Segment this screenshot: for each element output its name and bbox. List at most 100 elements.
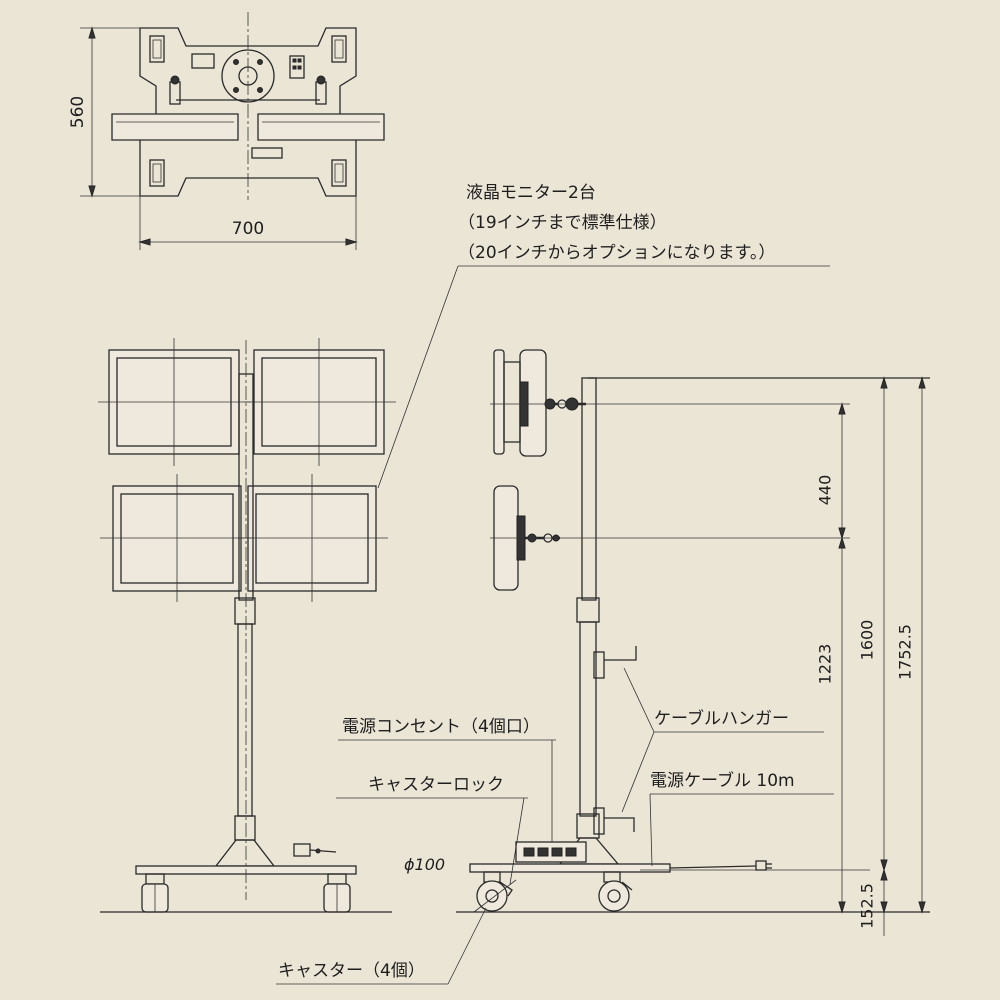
front-main-pole xyxy=(237,623,253,817)
power-cable-label: 電源ケーブル 10m xyxy=(650,770,795,791)
front-caster-left xyxy=(141,873,169,913)
dim-1752-arrow-bottom xyxy=(918,901,926,914)
dim-monitor-gap: 440 xyxy=(816,475,835,506)
dim-560-arrow-top xyxy=(88,26,96,39)
side-main-pole xyxy=(579,621,597,817)
side-upper-pole xyxy=(581,377,597,601)
dim-base-height: 152.5 xyxy=(858,883,877,929)
dim-1223-arrow-top xyxy=(838,536,846,549)
front-caster-right xyxy=(323,873,351,913)
side-power-cable xyxy=(669,865,757,869)
top-view-caster-2 xyxy=(331,35,347,63)
side-view: 440 1223 1600 152.5 1752.5 ϕ100 xyxy=(404,349,930,936)
top-view-caster-3-wheel xyxy=(152,163,162,183)
side-power-outlet-strip xyxy=(515,841,587,863)
cable-hanger-leader-upper xyxy=(623,667,655,733)
side-outlet-3 xyxy=(551,847,563,857)
side-caster-right-hub xyxy=(607,889,621,903)
power-cable-leader xyxy=(649,793,653,867)
top-view-caster-1 xyxy=(149,35,165,63)
cable-hanger-leader-lower xyxy=(621,731,655,813)
dim-152-arrow-top xyxy=(880,868,888,881)
side-caster-left-hub xyxy=(485,889,499,903)
side-upper-monitor-front xyxy=(493,349,505,455)
top-view-caster-2-wheel xyxy=(334,39,344,59)
side-hanger-lower-hook xyxy=(604,817,635,832)
front-plug-cord xyxy=(309,849,337,853)
top-view-bolt-3 xyxy=(233,87,239,93)
side-caster-right-lock xyxy=(621,881,633,891)
side-outlet-2 xyxy=(537,847,549,857)
dim-700-arrow-left xyxy=(138,238,151,246)
side-hanger-upper-bracket xyxy=(593,651,605,679)
front-pole-base xyxy=(214,839,276,867)
top-view-tab xyxy=(251,147,283,159)
front-plug-pin xyxy=(315,848,321,854)
dim-700-arrow-right xyxy=(345,238,358,246)
dim-1223-arrow-bottom xyxy=(838,901,846,914)
dim-caster-diameter: ϕ100 xyxy=(404,855,445,874)
dim-top-width: 700 xyxy=(232,219,264,239)
cable-hanger-label: ケーブルハンガー xyxy=(654,708,789,729)
front-caster-left-mount xyxy=(145,873,165,885)
power-outlet-label: 電源コンセント（4個口） xyxy=(342,717,540,737)
top-view-box xyxy=(191,53,215,69)
top-view-caster-3 xyxy=(149,159,165,187)
side-power-plug xyxy=(755,860,767,871)
monitor-label-note1: （19インチまで標準仕様） xyxy=(458,213,667,233)
side-caster-left xyxy=(476,871,513,912)
dim-440-arrow-bottom xyxy=(838,527,846,540)
front-view xyxy=(98,338,396,913)
top-view-caster-4 xyxy=(331,159,347,187)
top-view: 560 700 xyxy=(68,12,385,250)
dim-560-arrow-bottom xyxy=(88,185,96,198)
dim-total-height: 1752.5 xyxy=(896,624,915,680)
caster-label: キャスター（4個） xyxy=(278,961,425,981)
top-view-left-monitor xyxy=(111,113,239,141)
front-pole-joint-upper xyxy=(234,597,256,625)
monitor-label-note2: （20インチからオプションになります。） xyxy=(458,243,775,263)
caster-leader xyxy=(447,907,487,985)
side-outlet-1 xyxy=(523,847,535,857)
top-view-outlet-hole-4 xyxy=(297,65,302,70)
side-hanger-lower-bracket xyxy=(593,807,605,835)
side-hanger-upper-hook xyxy=(604,646,637,661)
side-outlet-4 xyxy=(565,847,577,857)
monitor-label-title: 液晶モニター2台 xyxy=(466,183,596,203)
front-plug xyxy=(293,843,311,857)
front-pole-joint-lower xyxy=(234,815,256,841)
side-cable-hanger-upper xyxy=(593,646,637,679)
callouts: 液晶モニター2台 （19インチまで標準仕様） （20インチからオプションになりま… xyxy=(276,183,834,985)
side-cable-hanger-lower xyxy=(593,807,635,835)
side-pole-joint-upper xyxy=(576,597,600,623)
top-view-right-monitor xyxy=(257,113,385,141)
top-view-outlet-hole-1 xyxy=(292,58,297,63)
caster-lock-label: キャスターロック xyxy=(368,775,504,795)
dim-152-arrow-bottom xyxy=(880,901,888,914)
side-caster-right xyxy=(598,871,633,912)
top-view-outlet xyxy=(289,55,305,79)
top-view-outlet-hole-3 xyxy=(292,65,297,70)
monitor-label-leader xyxy=(377,265,459,489)
dim-1600-arrow-top xyxy=(880,376,888,389)
side-caster-right-wheel xyxy=(598,880,630,912)
dim-1752-arrow-top xyxy=(918,376,926,389)
dim-top-depth: 560 xyxy=(68,96,88,128)
dim-1600-arrow-bottom xyxy=(880,859,888,872)
dim-upper-monitor-height: 1600 xyxy=(858,620,877,661)
side-base-plate xyxy=(469,863,671,873)
dim-caster-diameter-leader xyxy=(473,879,517,913)
top-view-bolt-2 xyxy=(257,59,263,65)
top-view-outlet-hole-2 xyxy=(297,58,302,63)
dim-lower-monitor-height: 1223 xyxy=(816,644,835,685)
top-view-flange xyxy=(221,49,275,103)
top-view-right-knob xyxy=(316,75,326,85)
dim-440-arrow-top xyxy=(838,402,846,415)
side-caster-left-lock xyxy=(499,881,513,897)
caster-lock-leader xyxy=(509,797,525,885)
top-view-right-mount xyxy=(315,81,327,105)
top-view-caster-1-wheel xyxy=(152,39,162,59)
top-view-bolt-1 xyxy=(233,59,239,65)
